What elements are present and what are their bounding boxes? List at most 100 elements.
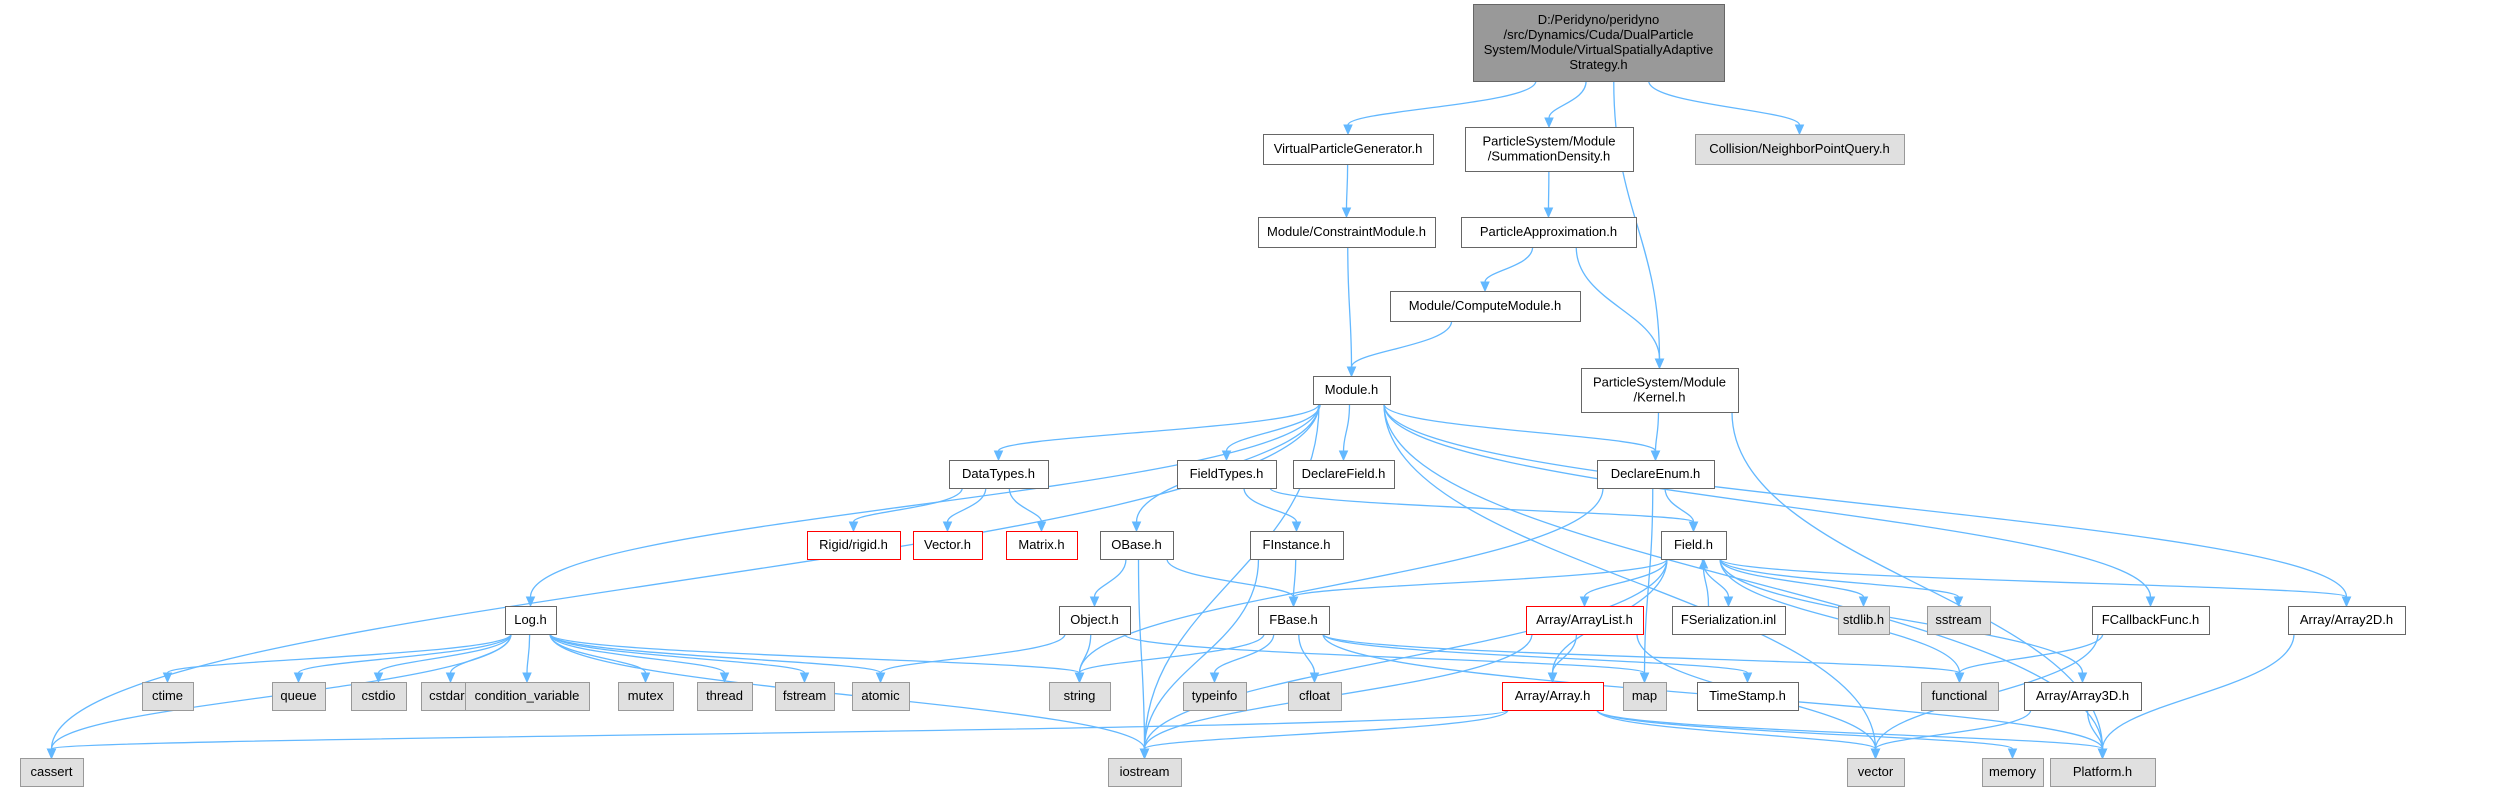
node-ctime[interactable]: ctime	[142, 682, 194, 711]
node-label: Module.h	[1325, 382, 1378, 397]
node-condvar[interactable]: condition_variable	[465, 682, 590, 711]
node-obase[interactable]: OBase.h	[1100, 531, 1174, 560]
edge-module-to-declareenum	[1383, 403, 1661, 462]
node-root[interactable]: D:/Peridyno/peridyno/src/Dynamics/Cuda/D…	[1473, 4, 1725, 82]
edge-field-to-array2d	[1719, 558, 2352, 608]
node-vector[interactable]: vector	[1847, 758, 1905, 787]
node-label: memory	[1989, 764, 2036, 779]
edge-fieldtypes-to-field	[1269, 487, 1699, 533]
node-arrayh[interactable]: Array/Array.h	[1502, 682, 1604, 711]
node-fstream[interactable]: fstream	[775, 682, 835, 711]
node-sumdens[interactable]: ParticleSystem/Module/SummationDensity.h	[1465, 127, 1634, 172]
node-log[interactable]: Log.h	[505, 606, 557, 635]
node-label: /src/Dynamics/Cuda/DualParticle	[1503, 27, 1693, 42]
node-array3d[interactable]: Array/Array3D.h	[2024, 682, 2142, 711]
node-label: cstdarg	[429, 688, 472, 703]
node-box	[2092, 606, 2210, 635]
node-arraylist[interactable]: Array/ArrayList.h	[1526, 606, 1644, 635]
edge-fbase-to-string	[1074, 633, 1265, 684]
node-timestamp[interactable]: TimeStamp.h	[1697, 682, 1799, 711]
node-box	[351, 682, 407, 711]
node-label: ParticleSystem/Module	[1593, 375, 1726, 390]
node-cfloat[interactable]: cfloat	[1288, 682, 1342, 711]
node-box	[1313, 376, 1391, 405]
node-map[interactable]: map	[1623, 682, 1667, 711]
node-cstdio[interactable]: cstdio	[351, 682, 407, 711]
node-kernel[interactable]: ParticleSystem/Module/Kernel.h	[1581, 368, 1739, 413]
node-fserial[interactable]: FSerialization.inl	[1672, 606, 1786, 635]
node-vector_h[interactable]: Vector.h	[913, 531, 983, 560]
node-label: DataTypes.h	[962, 466, 1035, 481]
node-box	[1006, 531, 1078, 560]
node-atomic[interactable]: atomic	[852, 682, 910, 711]
node-string[interactable]: string	[1049, 682, 1111, 711]
node-mutex[interactable]: mutex	[618, 682, 674, 711]
node-label: Array/ArrayList.h	[1536, 612, 1633, 627]
node-label: atomic	[861, 688, 900, 703]
edge-log-to-cstdio	[373, 633, 512, 684]
node-matrix_h[interactable]: Matrix.h	[1006, 531, 1078, 560]
node-module[interactable]: Module.h	[1313, 376, 1391, 405]
edge-log-to-fstream	[549, 633, 810, 684]
node-box	[2050, 758, 2156, 787]
node-box	[272, 682, 326, 711]
node-box	[1108, 758, 1182, 787]
node-vpg[interactable]: VirtualParticleGenerator.h	[1263, 134, 1434, 165]
node-typeinfo[interactable]: typeinfo	[1183, 682, 1247, 711]
node-box	[1250, 531, 1344, 560]
node-rigid[interactable]: Rigid/rigid.h	[807, 531, 901, 560]
node-functional[interactable]: functional	[1921, 682, 1999, 711]
node-label: cfloat	[1299, 688, 1330, 703]
node-box	[1100, 531, 1174, 560]
edge-root-to-npq	[1648, 80, 1805, 136]
node-npq[interactable]: Collision/NeighborPointQuery.h	[1695, 134, 1905, 165]
node-sstream[interactable]: sstream	[1927, 606, 1991, 635]
node-thread[interactable]: thread	[697, 682, 753, 711]
node-datatypes[interactable]: DataTypes.h	[949, 460, 1049, 489]
edge-log-to-ctime	[162, 633, 512, 684]
node-box	[1695, 134, 1905, 165]
node-fbase[interactable]: FBase.h	[1258, 606, 1330, 635]
edge-object-to-map	[1123, 633, 1650, 684]
node-platform[interactable]: Platform.h	[2050, 758, 2156, 787]
node-box	[807, 531, 901, 560]
edge-obase-to-object	[1089, 558, 1127, 608]
edge-module-to-datatypes	[993, 403, 1320, 462]
node-finstance[interactable]: FInstance.h	[1250, 531, 1344, 560]
node-field[interactable]: Field.h	[1661, 531, 1727, 560]
node-iostream[interactable]: iostream	[1108, 758, 1182, 787]
node-declarefield[interactable]: DeclareField.h	[1293, 460, 1395, 489]
edge-array3d-to-vector	[1870, 709, 2032, 760]
node-fcallback[interactable]: FCallbackFunc.h	[2092, 606, 2210, 635]
node-declareenum[interactable]: DeclareEnum.h	[1597, 460, 1715, 489]
node-label: cstdio	[362, 688, 396, 703]
edge-datatypes-to-matrix_h	[1008, 487, 1047, 533]
node-papprox[interactable]: ParticleApproximation.h	[1461, 217, 1637, 248]
node-label: VirtualParticleGenerator.h	[1274, 141, 1423, 156]
edge-papprox-to-kernel	[1575, 246, 1665, 370]
edge-log-to-condvar	[522, 633, 532, 684]
node-box	[1838, 606, 1890, 635]
node-cassert[interactable]: cassert	[20, 758, 84, 787]
node-label: condition_variable	[475, 688, 580, 703]
node-memory[interactable]: memory	[1982, 758, 2044, 787]
node-label: FBase.h	[1269, 612, 1317, 627]
node-queue[interactable]: queue	[272, 682, 326, 711]
node-box	[1183, 682, 1247, 711]
node-fieldtypes[interactable]: FieldTypes.h	[1177, 460, 1277, 489]
node-label: fstream	[783, 688, 826, 703]
edge-arrayh-to-platform	[1596, 709, 2108, 760]
node-label: queue	[280, 688, 316, 703]
node-label: string	[1064, 688, 1096, 703]
edge-sumdens-to-papprox	[1543, 170, 1554, 219]
node-compute[interactable]: Module/ComputeModule.h	[1390, 291, 1581, 322]
node-box	[1177, 460, 1277, 489]
node-constraint[interactable]: Module/ConstraintModule.h	[1258, 217, 1436, 248]
node-box	[1288, 682, 1342, 711]
node-object[interactable]: Object.h	[1059, 606, 1131, 635]
node-array2d[interactable]: Array/Array2D.h	[2288, 606, 2406, 635]
node-stdlib[interactable]: stdlib.h	[1838, 606, 1890, 635]
node-box	[2288, 606, 2406, 635]
node-label: ctime	[152, 688, 183, 703]
